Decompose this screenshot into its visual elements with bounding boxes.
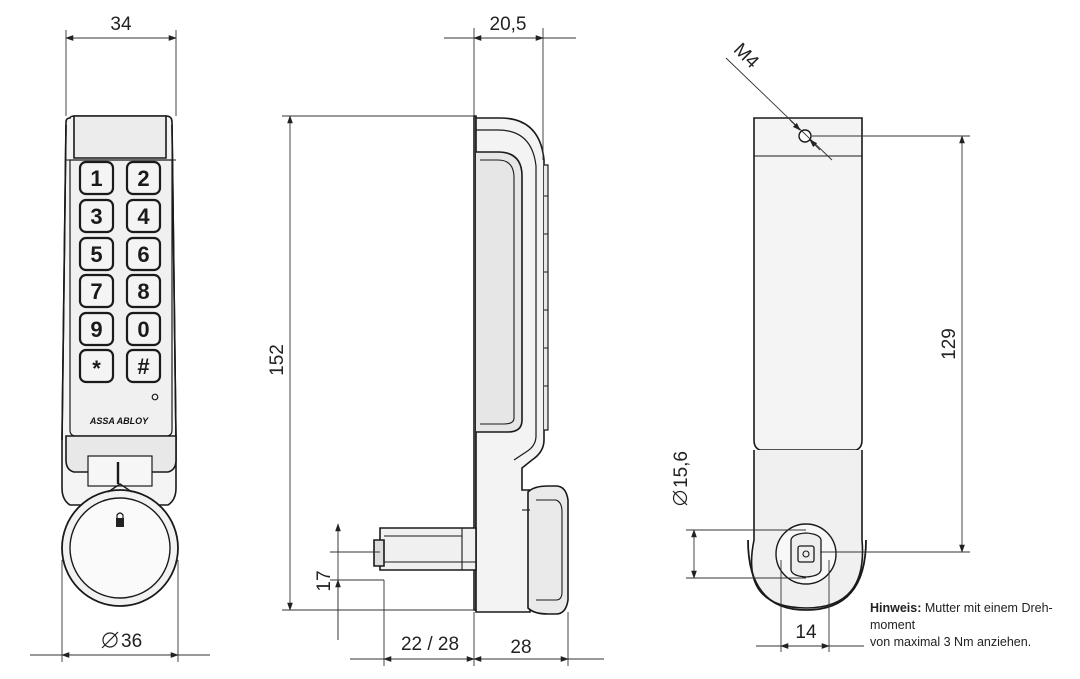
svg-text:*: * (92, 356, 101, 381)
note-label: Hinweis: (870, 601, 922, 615)
svg-text:0: 0 (137, 317, 149, 342)
side-view (373, 115, 569, 615)
svg-text:9: 9 (90, 317, 102, 342)
front-width-label: 34 (110, 14, 132, 35)
rear-bottom-width-label: 14 (795, 622, 817, 643)
svg-text:5: 5 (90, 242, 102, 267)
side-height-label: 152 (267, 344, 288, 376)
diameter-icon (672, 490, 688, 506)
front-dimensions (30, 30, 210, 662)
svg-text:4: 4 (137, 204, 150, 229)
brand-logo-text: ASSA ABLOY (89, 416, 149, 426)
key-4: 4 (125, 198, 162, 234)
key-9: 9 (78, 311, 115, 347)
keypad: 1 2 3 4 5 6 7 8 9 0 * # (78, 160, 162, 384)
side-bottom-right-label: 28 (510, 637, 531, 658)
key-2: 2 (125, 160, 162, 196)
rear-thread-label: M4 (729, 39, 763, 73)
key-0: 0 (125, 311, 162, 347)
key-6: 6 (125, 236, 162, 272)
side-dimensions (282, 28, 604, 666)
rear-height-label: 129 (939, 328, 960, 360)
rear-view (747, 117, 867, 611)
key-7: 7 (78, 273, 115, 309)
note-line-3: von maximal 3 Nm anziehen. (870, 635, 1032, 649)
key-hash: # (125, 348, 162, 384)
side-depth-label: 20,5 (490, 14, 527, 35)
svg-text:8: 8 (137, 279, 149, 304)
svg-text:#: # (137, 354, 149, 379)
svg-text:6: 6 (137, 242, 149, 267)
key-5: 5 (78, 236, 115, 272)
note-line-1: Mutter mit einem Dreh- (924, 601, 1053, 615)
svg-text:7: 7 (90, 279, 102, 304)
side-bottom-left-label: 22 / 28 (401, 634, 459, 655)
key-1: 1 (78, 160, 115, 196)
key-8: 8 (125, 273, 162, 309)
rear-dimensions (686, 57, 970, 652)
note-box: Hinweis: Mutter mit einem Dreh- moment v… (870, 600, 1075, 651)
side-shaft-label: 17 (314, 570, 335, 591)
svg-text:3: 3 (90, 204, 102, 229)
front-diameter-label: 36 (121, 631, 142, 652)
svg-text:1: 1 (90, 166, 102, 191)
key-3: 3 (78, 198, 115, 234)
diameter-icon (101, 631, 119, 649)
rear-hole-diameter-label: 15,6 (671, 451, 692, 488)
svg-text:2: 2 (137, 166, 149, 191)
note-line-2: moment (870, 618, 916, 632)
key-star: * (78, 348, 115, 384)
